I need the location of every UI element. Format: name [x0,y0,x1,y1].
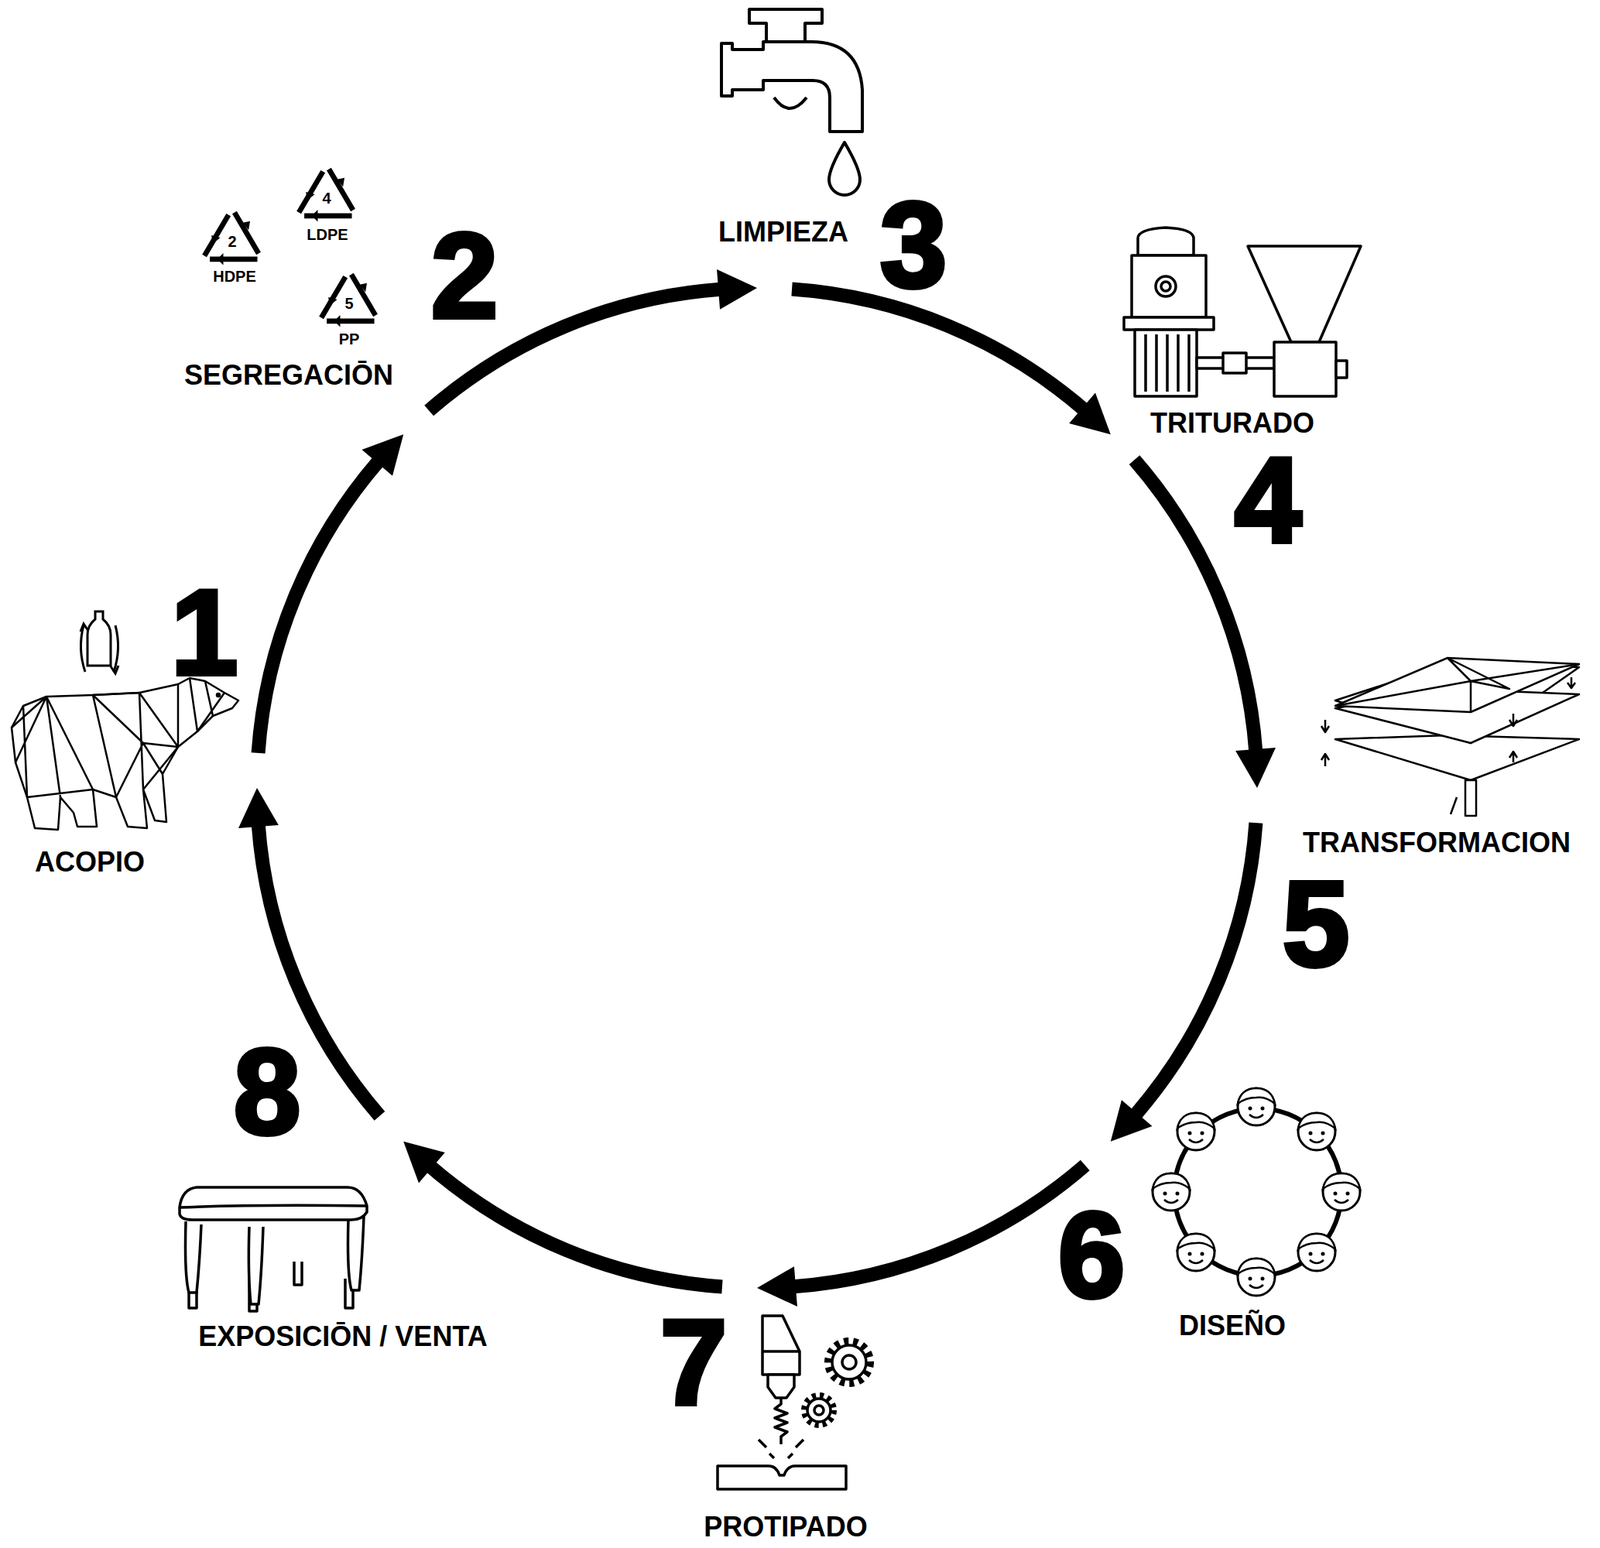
resin-code: 4 [322,190,331,206]
arrow-line [430,1166,723,1287]
step-number: 1 [171,572,238,693]
step-number: 5 [1282,863,1350,984]
press-plates [1321,657,1580,816]
step-node: 6DISEÑO [1178,1309,1287,1343]
step-label: SEGREGACIŌN [184,359,395,391]
step-label: ACOPIO [34,846,146,878]
people-circle [1152,1088,1361,1296]
resin-code: HDPE [212,268,257,285]
arrow-head [238,788,279,829]
faucet-icon [721,9,863,196]
step-node: 7PROTIPADO [703,1510,868,1544]
cycle-arrow [1110,822,1257,1142]
recycling-symbol [297,165,357,223]
arrow-head [716,269,758,310]
step-number: 3 [880,184,947,305]
step-node: 4TRITURADO [1150,407,1315,440]
arrow-head [362,434,405,477]
step-label: EXPOSICIŌN / VENTA [198,1320,488,1353]
cycle-arrow [258,434,405,754]
step-label: DISEÑO [1178,1309,1287,1342]
table-illustration [179,1187,367,1312]
step-node: 3LIMPIEZA [718,215,849,249]
step-node: 5TRANSFORMACION [1302,826,1571,860]
arrow-line [791,289,1084,410]
resin-code: 5 [344,295,353,312]
step-node: 1ACOPIO [34,846,146,879]
step-node: 2SEGREGACIŌN [184,359,395,392]
resin-code: PP [339,331,360,347]
step-label: TRITURADO [1150,407,1315,439]
step-number: 8 [233,1031,301,1152]
shredder-machine [1123,227,1361,397]
arrow-head [757,1266,798,1307]
arrow-line [258,461,379,754]
step-number: 4 [1234,439,1302,560]
arrow-head [1235,747,1276,789]
step-number: 7 [660,1302,727,1423]
arrow-head [403,1141,446,1184]
resin-code: 2 [227,233,237,250]
arrow-line [793,1165,1085,1288]
cycle-arrow [403,1141,723,1288]
step-label: LIMPIEZA [718,215,849,248]
cycle-arrow [791,289,1111,436]
resin-code: LDPE [306,226,348,243]
bear-illustration [11,678,239,830]
arrow-head [1068,393,1111,436]
arrow-head [1110,1099,1153,1142]
cycle-arrow [757,1165,1086,1307]
recycling-symbol [319,270,380,328]
step-number: 2 [431,215,498,336]
bottle-icon [80,611,119,674]
step-label: PROTIPADO [703,1510,868,1543]
step-number: 6 [1058,1195,1125,1316]
step-node: 8EXPOSICIŌN / VENTA [198,1320,488,1354]
recycling-symbol [202,208,263,266]
arrow-line [1135,822,1256,1115]
printer-illustration [717,1315,871,1490]
step-label: TRANSFORMACION [1302,826,1571,859]
